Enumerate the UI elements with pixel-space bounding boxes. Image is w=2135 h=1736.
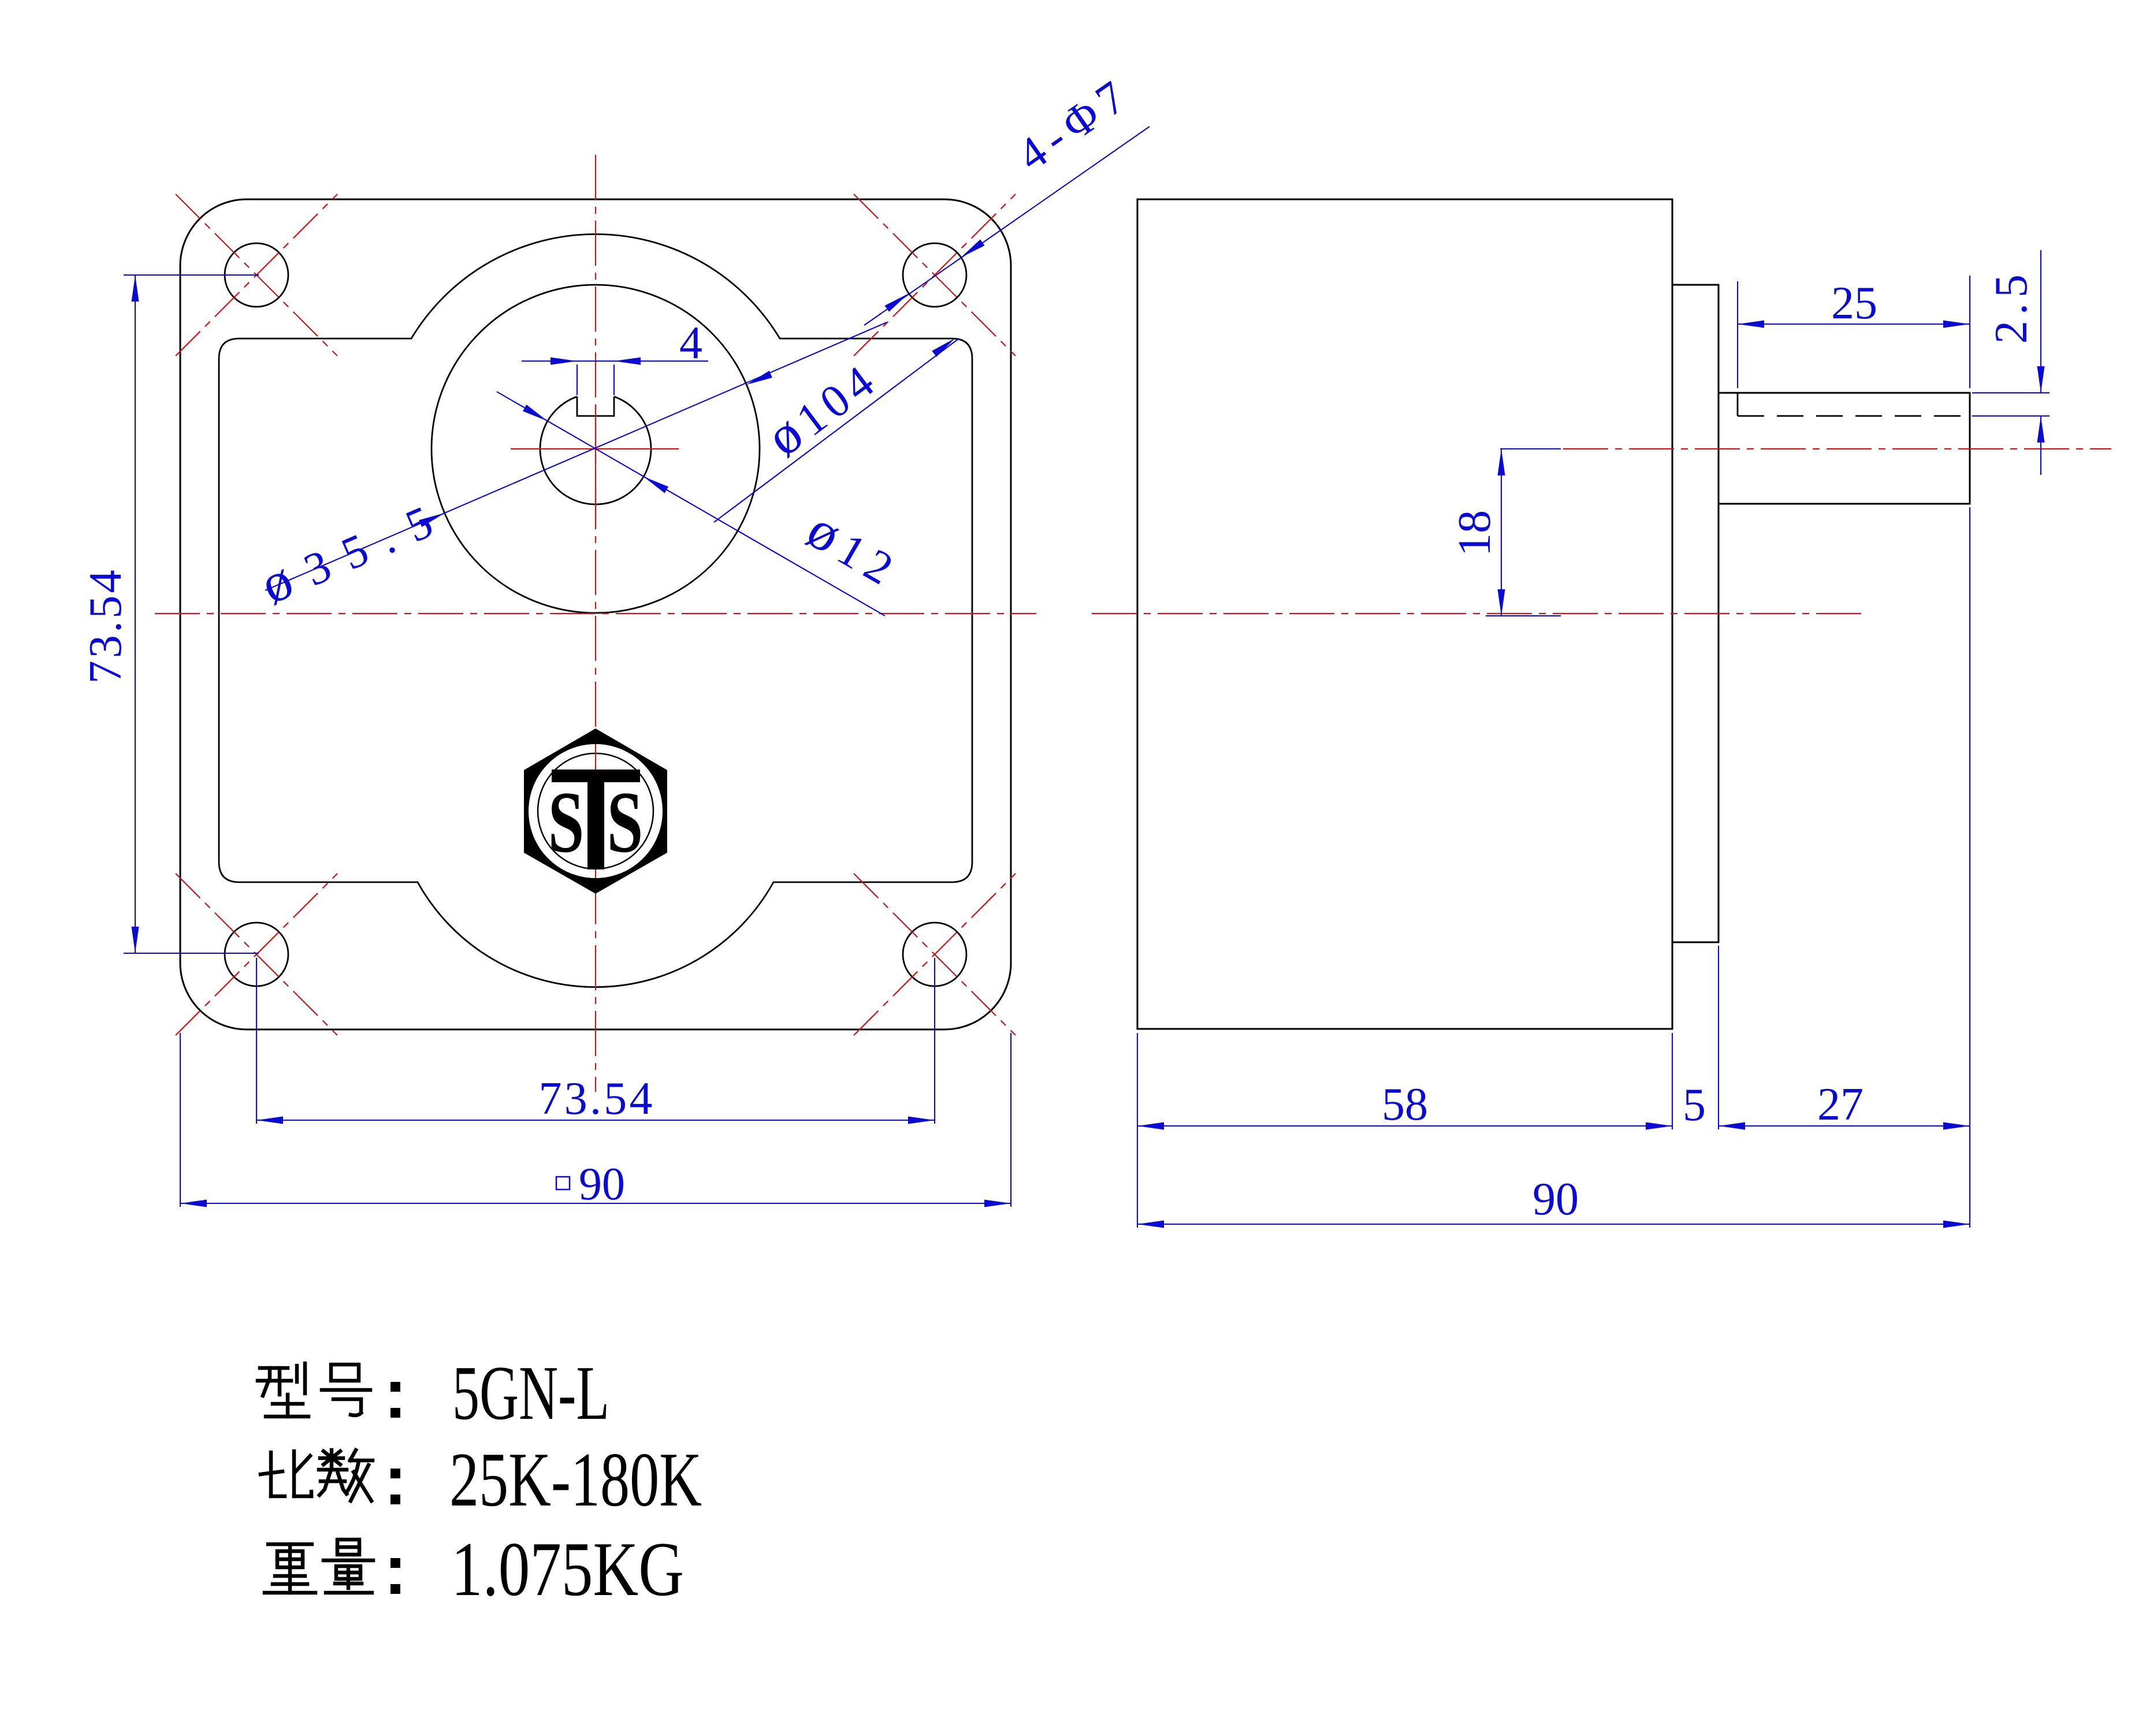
svg-text:2.5: 2.5 [1986, 274, 2037, 344]
svg-text:5: 5 [1683, 1080, 1706, 1131]
svg-text:73.54: 73.54 [539, 1073, 653, 1124]
svg-text:58: 58 [1382, 1079, 1428, 1130]
svg-text:5GN-L: 5GN-L [452, 1350, 609, 1436]
svg-text:27: 27 [1817, 1079, 1864, 1130]
svg-text:25K-180K: 25K-180K [449, 1437, 702, 1522]
svg-text:4: 4 [679, 318, 702, 369]
svg-text:18: 18 [1449, 510, 1500, 556]
svg-text:S: S [548, 774, 585, 871]
svg-text:1.075KG: 1.075KG [451, 1526, 684, 1612]
svg-text:90: 90 [579, 1159, 625, 1210]
svg-text:90: 90 [1533, 1174, 1579, 1225]
svg-text:S: S [607, 774, 644, 871]
svg-text:73.54: 73.54 [80, 570, 131, 684]
svg-text:25: 25 [1831, 278, 1877, 329]
